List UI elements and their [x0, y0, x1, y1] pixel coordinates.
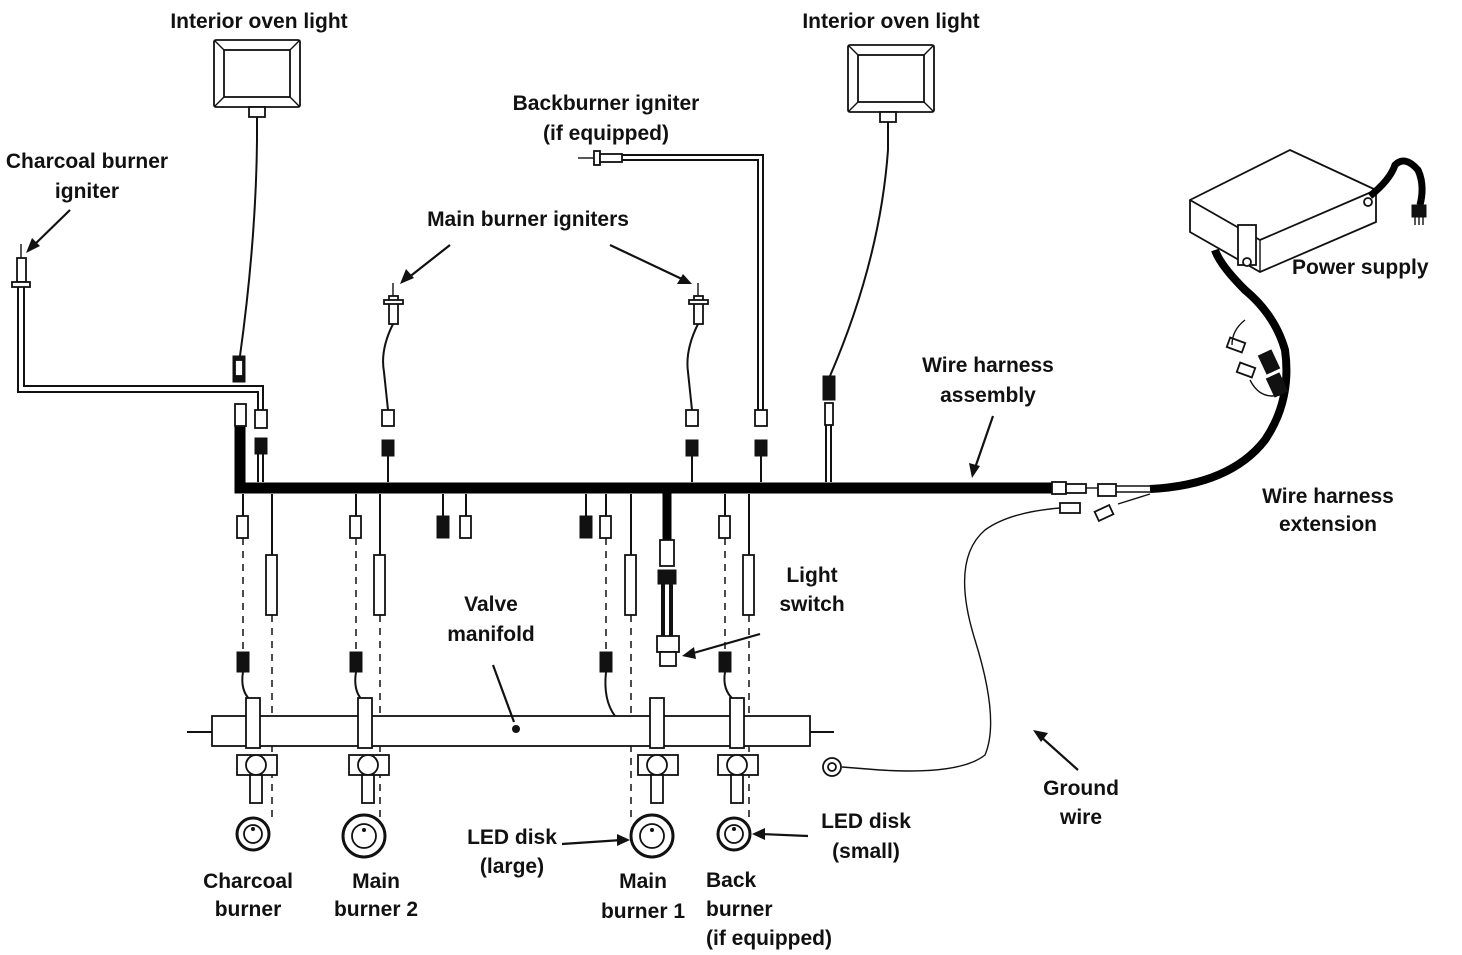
led-disk-main-burner-1	[629, 813, 675, 859]
label-light-switch-line1: Light	[786, 564, 837, 587]
label-interior-oven-light-right: Interior oven light	[802, 10, 979, 33]
led-disk-charcoal	[235, 816, 271, 852]
light-switch	[656, 489, 680, 667]
label-main-burner-1-line1: Main	[619, 870, 667, 893]
label-valve-manifold-line1: Valve	[464, 593, 518, 616]
label-light-switch-line2: switch	[779, 593, 844, 616]
label-ground-wire-line1: Ground	[1043, 777, 1119, 800]
arrows	[26, 209, 1079, 846]
wire-harness-extension	[1086, 248, 1291, 523]
ground-wire	[822, 502, 1081, 777]
valve-manifold	[187, 715, 834, 747]
valve-main-burner-2	[348, 697, 390, 804]
main-burner-igniter-left	[381, 283, 404, 482]
label-back-burner-line1: Back	[706, 869, 757, 892]
label-main-burner-2-line1: Main	[352, 870, 400, 893]
label-led-disk-small-line1: LED disk	[821, 810, 911, 833]
label-led-disk-large-line2: (large)	[480, 855, 544, 878]
labels: Interior oven light Interior oven light …	[6, 10, 1429, 950]
label-power-supply: Power supply	[1292, 256, 1429, 279]
valve-back-burner	[717, 697, 759, 804]
label-wire-harness-assembly-line1: Wire harness	[922, 354, 1054, 377]
led-disk-back-burner	[716, 816, 752, 852]
label-backburner-igniter-line1: Backburner igniter	[513, 92, 700, 115]
power-supply	[1189, 149, 1427, 274]
valve-main-burner-1	[637, 697, 679, 804]
label-charcoal-igniter-line2: igniter	[55, 180, 119, 203]
interior-oven-light-left	[213, 39, 301, 383]
label-wire-harness-assembly-line2: assembly	[940, 384, 1036, 407]
alignment-guides	[242, 538, 750, 820]
valve-charcoal	[236, 697, 278, 804]
wire-harness-main	[234, 426, 1087, 495]
label-led-disk-small-line2: (small)	[832, 840, 900, 863]
label-main-burner-igniters: Main burner igniters	[427, 208, 629, 231]
label-back-burner-line2: burner	[706, 898, 773, 921]
charcoal-burner-igniter	[11, 244, 268, 482]
label-charcoal-burner-line2: burner	[215, 898, 282, 921]
label-ground-wire-line2: wire	[1059, 806, 1102, 829]
label-main-burner-2-line2: burner 2	[334, 898, 418, 921]
label-charcoal-igniter-line1: Charcoal burner	[6, 150, 168, 173]
label-wire-harness-extension-line2: extension	[1279, 513, 1377, 536]
main-burner-igniter-right	[685, 283, 709, 482]
label-valve-manifold-line2: manifold	[447, 623, 535, 646]
interior-oven-light-right	[822, 44, 935, 482]
label-backburner-igniter-line2: (if equipped)	[543, 122, 669, 145]
backburner-igniter	[578, 150, 768, 482]
label-charcoal-burner-line1: Charcoal	[203, 870, 293, 893]
label-main-burner-1-line2: burner 1	[601, 900, 685, 923]
label-led-disk-large-line1: LED disk	[467, 826, 557, 849]
label-back-burner-line3: (if equipped)	[706, 927, 832, 950]
harness-drops	[236, 494, 755, 616]
label-wire-harness-extension-line1: Wire harness	[1262, 485, 1394, 508]
led-disk-main-burner-2	[341, 813, 387, 859]
label-interior-oven-light-left: Interior oven light	[170, 10, 347, 33]
